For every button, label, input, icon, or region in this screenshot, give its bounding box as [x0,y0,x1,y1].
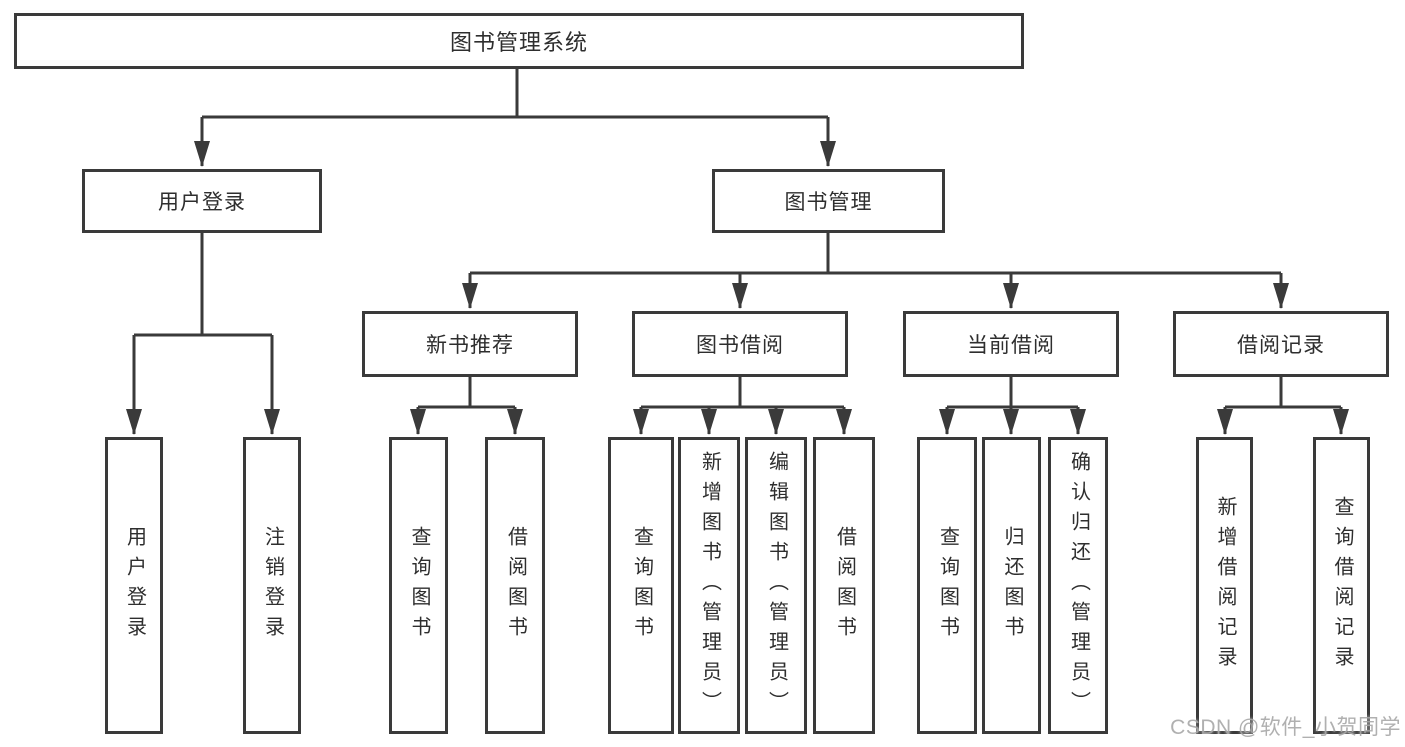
csdn-watermark: CSDN @软件_小贺同学 [1170,716,1401,739]
node-current-borrowing: 当前借阅 [903,311,1119,377]
node-book-borrowing: 图书借阅 [632,311,848,377]
leaf-return-books: 归还图书 [982,437,1041,734]
node-library-system: 图书管理系统 [14,13,1024,69]
leaf-borrow-books-borrowing: 借阅图书 [813,437,875,734]
leaf-edit-book-admin: 编辑图书（管理员） [745,437,807,734]
leaf-query-books-recommend: 查询图书 [389,437,448,734]
leaf-user-login: 用户登录 [105,437,163,734]
node-new-book-recommend: 新书推荐 [362,311,578,377]
leaf-query-borrow-record: 查询借阅记录 [1313,437,1370,734]
node-user-login: 用户登录 [82,169,322,233]
leaf-query-books-borrowing: 查询图书 [608,437,674,734]
node-borrowing-records: 借阅记录 [1173,311,1389,377]
node-book-management: 图书管理 [712,169,945,233]
leaf-query-books-current: 查询图书 [917,437,977,734]
leaf-confirm-return-admin: 确认归还（管理员） [1048,437,1108,734]
leaf-add-book-admin: 新增图书（管理员） [678,437,740,734]
leaf-borrow-books-recommend: 借阅图书 [485,437,545,734]
leaf-logout: 注销登录 [243,437,301,734]
leaf-add-borrow-record: 新增借阅记录 [1196,437,1253,734]
